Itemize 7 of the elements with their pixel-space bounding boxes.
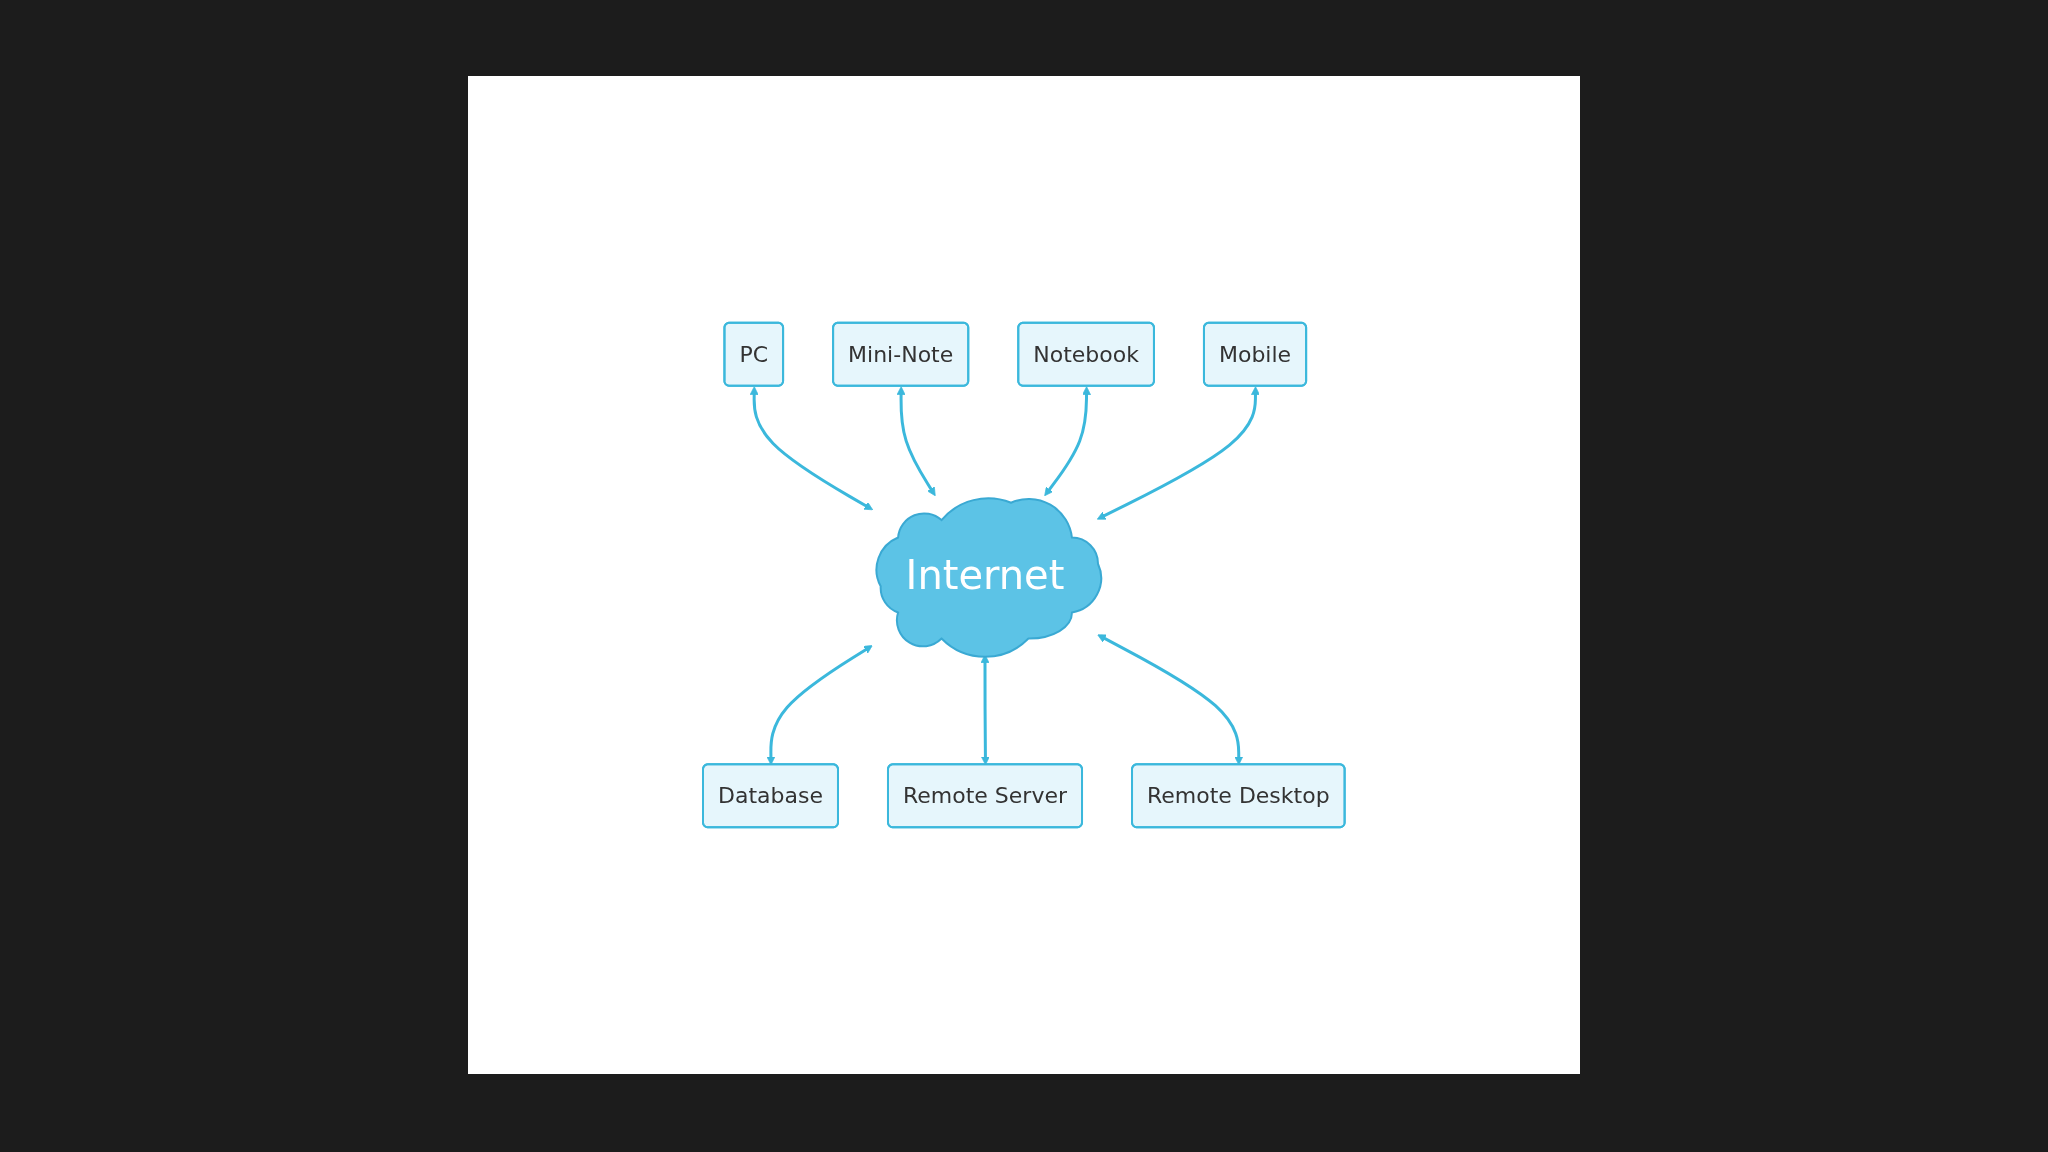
arrow [750, 386, 874, 511]
arrow [1044, 386, 1092, 497]
arrow [1097, 386, 1261, 520]
arrow [896, 386, 936, 497]
arrow [766, 645, 873, 766]
arrow [1097, 634, 1244, 766]
paper-card: PC Mini-Note Notebook Mobile Internet Database Remote Server Remote Desktop [468, 76, 1580, 1074]
